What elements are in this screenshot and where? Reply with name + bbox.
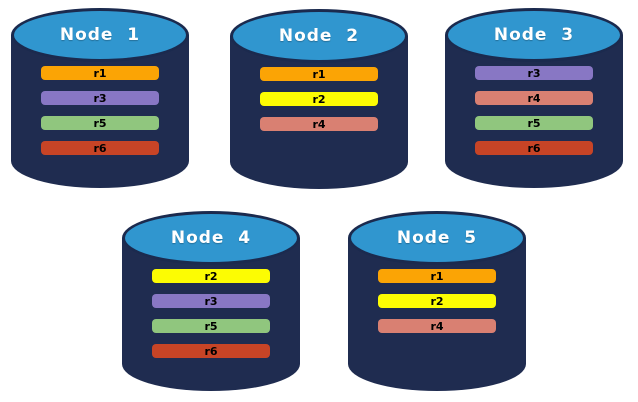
- record-bar: r3: [41, 91, 159, 105]
- record-list: r2 r3 r5 r6: [152, 269, 270, 358]
- record-bar: r2: [260, 92, 378, 106]
- node-cylinder: Node 3 r3 r4 r5 r6: [445, 8, 623, 188]
- record-list: r1 r3 r5 r6: [41, 66, 159, 155]
- record-list: r1 r2 r4: [378, 269, 496, 333]
- record-bar: r2: [152, 269, 270, 283]
- record-bar: r4: [378, 319, 496, 333]
- node-label: Node 1: [59, 25, 141, 45]
- record-bar: r6: [152, 344, 270, 358]
- record-bar: r5: [475, 116, 593, 130]
- cylinder-top: Node 4: [122, 211, 300, 265]
- record-bar: r6: [41, 141, 159, 155]
- record-bar: r6: [475, 141, 593, 155]
- node-cylinder: Node 4 r2 r3 r5 r6: [122, 211, 300, 391]
- cylinder-top: Node 2: [230, 9, 408, 63]
- record-bar: r5: [41, 116, 159, 130]
- node-cylinder: Node 2 r1 r2 r4: [230, 9, 408, 189]
- node-label: Node 5: [396, 228, 478, 248]
- record-bar: r4: [475, 91, 593, 105]
- record-list: r1 r2 r4: [260, 67, 378, 131]
- cylinder-top: Node 1: [11, 8, 189, 62]
- node-cylinder: Node 1 r1 r3 r5 r6: [11, 8, 189, 188]
- cylinder-top: Node 3: [445, 8, 623, 62]
- record-bar: r1: [378, 269, 496, 283]
- cylinder-top: Node 5: [348, 211, 526, 265]
- record-bar: r1: [41, 66, 159, 80]
- node-label: Node 2: [278, 26, 360, 46]
- record-bar: r1: [260, 67, 378, 81]
- record-bar: r5: [152, 319, 270, 333]
- record-bar: r2: [378, 294, 496, 308]
- record-list: r3 r4 r5 r6: [475, 66, 593, 155]
- node-label: Node 4: [170, 228, 252, 248]
- record-bar: r3: [475, 66, 593, 80]
- node-cylinder: Node 5 r1 r2 r4: [348, 211, 526, 391]
- record-bar: r4: [260, 117, 378, 131]
- record-bar: r3: [152, 294, 270, 308]
- node-label: Node 3: [493, 25, 575, 45]
